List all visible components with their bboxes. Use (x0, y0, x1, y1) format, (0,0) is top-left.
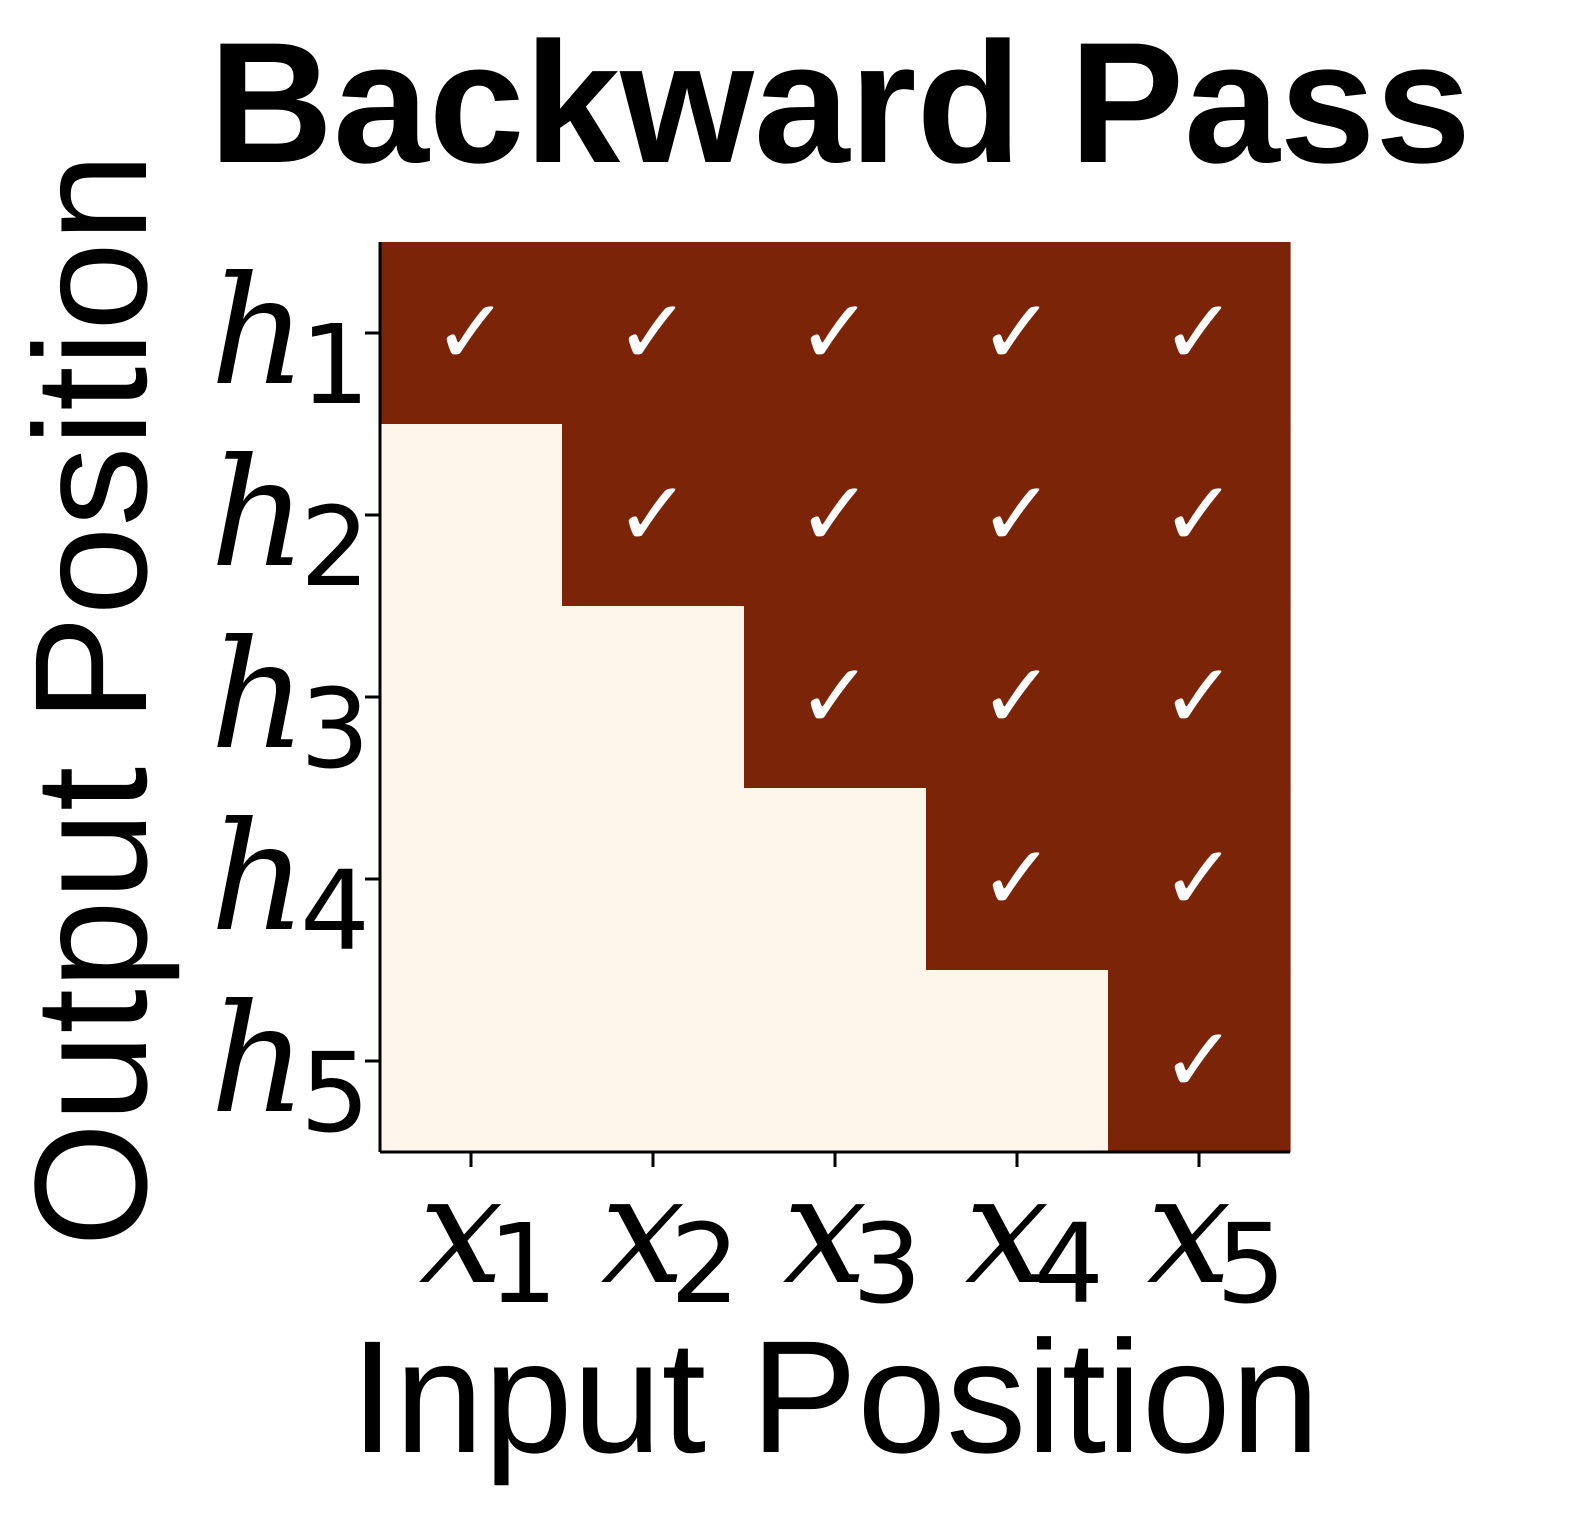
heatmap-cell-r5-c5 (1108, 970, 1291, 1153)
y-tick-subscript-2: 2 (300, 483, 370, 611)
chart-title: Backward Pass (209, 7, 1471, 199)
heatmap-cell-r2-c2 (562, 424, 745, 607)
heatmap-cell-r1-c1 (380, 242, 563, 425)
y-tick-base-5: h (210, 973, 307, 1147)
y-tick-label-4: h4 (210, 791, 370, 975)
check-mark-r1-c3: ✓ (797, 280, 872, 385)
heatmap-cell-r4-c4 (926, 788, 1109, 971)
check-mark-r4-c4: ✓ (979, 826, 1054, 931)
x-tick-label-1: x1 (419, 1144, 558, 1328)
x-tick-label-3: x3 (783, 1144, 922, 1328)
heatmap-cell-r2-c1 (380, 424, 563, 607)
heatmap-cell-r4-c3 (744, 788, 927, 971)
x-tick-base-5: x (1147, 1144, 1232, 1318)
x-tick-subscript-2: 2 (670, 1200, 740, 1328)
check-mark-r1-c2: ✓ (615, 280, 690, 385)
check-mark-r1-c4: ✓ (979, 280, 1054, 385)
heatmap-cell-r4-c5 (1108, 788, 1291, 971)
heatmap-cell-r3-c4 (926, 606, 1109, 789)
check-mark-r2-c2: ✓ (615, 462, 690, 567)
y-tick-label-1: h1 (210, 245, 370, 429)
check-mark-r2-c4: ✓ (979, 462, 1054, 567)
x-tick-base-4: x (965, 1144, 1050, 1318)
heatmap-cell-r3-c3 (744, 606, 927, 789)
heatmap-cell-r5-c3 (744, 970, 927, 1153)
y-tick-base-1: h (210, 245, 307, 419)
heatmap-cell-r1-c3 (744, 242, 927, 425)
heatmap-cells (380, 242, 1291, 1153)
x-axis-label: Input Position (350, 1307, 1320, 1486)
check-mark-r1-c5: ✓ (1161, 280, 1236, 385)
y-tick-subscript-5: 5 (300, 1029, 370, 1157)
heatmap-cell-r5-c4 (926, 970, 1109, 1153)
heatmap-cell-r1-c4 (926, 242, 1109, 425)
heatmap-cell-r2-c4 (926, 424, 1109, 607)
x-tick-base-3: x (783, 1144, 868, 1318)
heatmap-check-marks: ✓ ✓ ✓ ✓ ✓ ✓ ✓ ✓ ✓ ✓ ✓ ✓ ✓ ✓ ✓ (433, 280, 1236, 1113)
heatmap-cell-r4-c2 (562, 788, 745, 971)
check-mark-r2-c3: ✓ (797, 462, 872, 567)
x-tick-label-2: x2 (601, 1144, 740, 1328)
check-mark-r3-c4: ✓ (979, 644, 1054, 749)
heatmap-cell-r3-c2 (562, 606, 745, 789)
y-tick-base-3: h (210, 609, 307, 783)
y-tick-label-2: h2 (210, 427, 370, 611)
heatmap-cell-r3-c1 (380, 606, 563, 789)
x-tick-base-1: x (419, 1144, 504, 1318)
heatmap-cell-r2-c5 (1108, 424, 1291, 607)
check-mark-r5-c5: ✓ (1161, 1008, 1236, 1113)
x-tick-label-4: x4 (965, 1144, 1104, 1328)
heatmap-cell-r1-c5 (1108, 242, 1291, 425)
heatmap-cell-r2-c3 (744, 424, 927, 607)
y-tick-base-2: h (210, 427, 307, 601)
y-tick-subscript-4: 4 (300, 847, 370, 975)
heatmap-cell-r3-c5 (1108, 606, 1291, 789)
y-tick-base-4: h (210, 791, 307, 965)
check-mark-r3-c5: ✓ (1161, 644, 1236, 749)
x-tick-subscript-1: 1 (488, 1200, 558, 1328)
x-tick-subscript-5: 5 (1216, 1200, 1286, 1328)
x-tick-label-5: x5 (1147, 1144, 1286, 1328)
check-mark-r4-c5: ✓ (1161, 826, 1236, 931)
check-mark-r2-c5: ✓ (1161, 462, 1236, 567)
x-tick-base-2: x (601, 1144, 686, 1318)
check-mark-r3-c3: ✓ (797, 644, 872, 749)
check-mark-r1-c1: ✓ (433, 280, 508, 385)
y-axis-label: Output Position (1, 153, 180, 1247)
heatmap-cell-r5-c2 (562, 970, 745, 1153)
x-tick-subscript-4: 4 (1034, 1200, 1104, 1328)
x-tick-subscript-3: 3 (852, 1200, 922, 1328)
heatmap-cell-r4-c1 (380, 788, 563, 971)
y-tick-subscript-3: 3 (300, 665, 370, 793)
heatmap-axes (365, 242, 1290, 1167)
heatmap-cell-r5-c1 (380, 970, 563, 1153)
y-tick-label-3: h3 (210, 609, 370, 793)
heatmap-cell-r1-c2 (562, 242, 745, 425)
y-tick-label-5: h5 (210, 973, 370, 1157)
y-tick-subscript-1: 1 (300, 301, 370, 429)
